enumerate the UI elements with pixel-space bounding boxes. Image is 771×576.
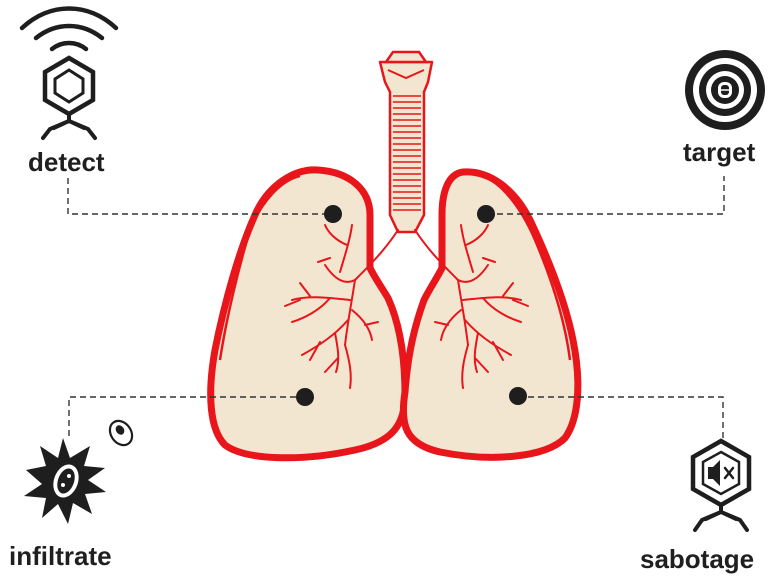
trachea (380, 52, 432, 232)
marker-target (477, 205, 495, 223)
label-detect: detect (28, 149, 105, 175)
label-sabotage: sabotage (640, 546, 754, 572)
bacterium-burst-icon (24, 417, 137, 524)
marker-sabotage (509, 387, 527, 405)
label-target: target (683, 139, 755, 165)
nanobot-mute-icon (693, 441, 749, 530)
label-infiltrate: infiltrate (9, 543, 112, 569)
marker-infiltrate (296, 388, 314, 406)
nanobot-signal-icon (22, 9, 116, 139)
target-bullseye-icon (685, 50, 765, 130)
left-lung (211, 170, 405, 458)
marker-detect (324, 205, 342, 223)
